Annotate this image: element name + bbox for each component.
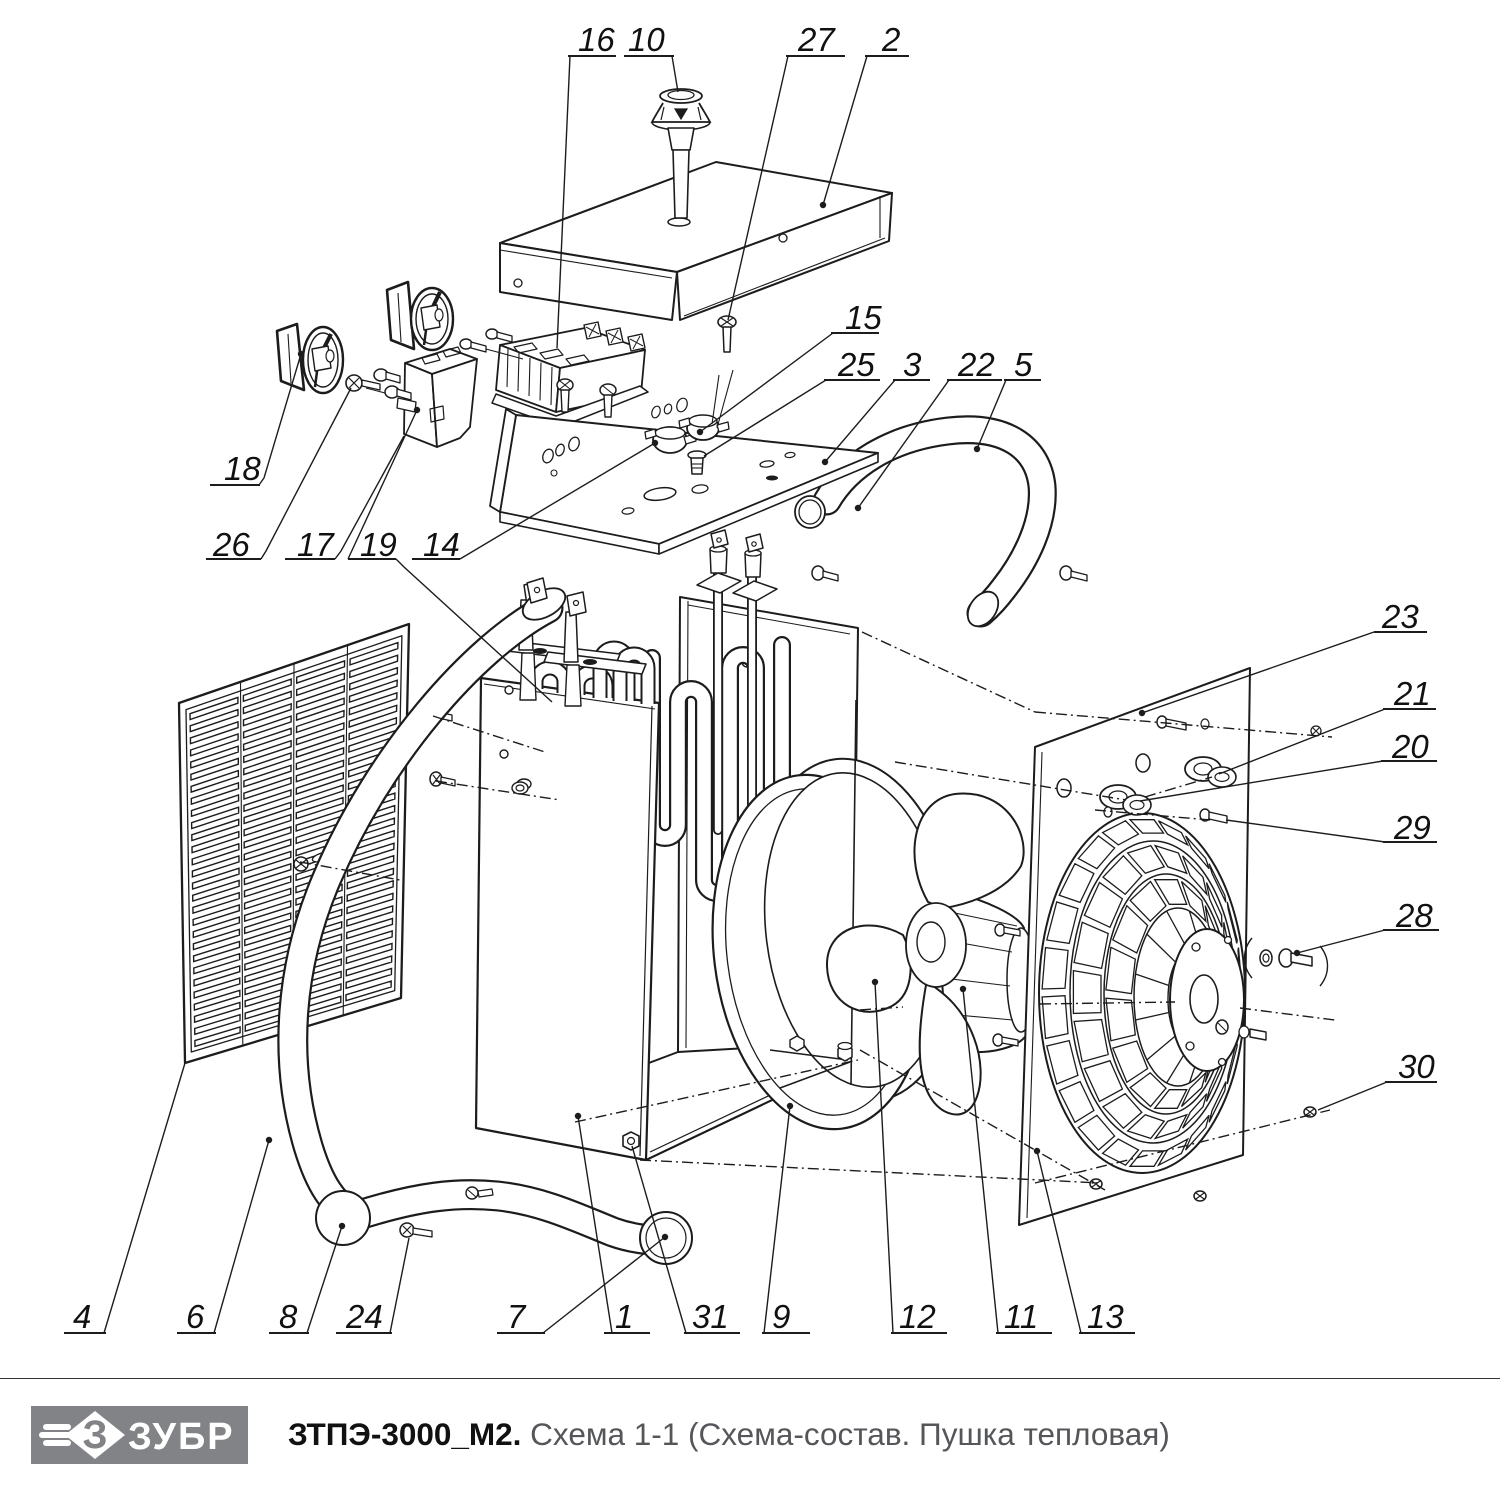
svg-text:11: 11: [1004, 1298, 1038, 1335]
svg-text:7: 7: [507, 1298, 527, 1335]
svg-text:30: 30: [1398, 1048, 1435, 1085]
svg-text:21: 21: [1393, 675, 1431, 712]
svg-text:25: 25: [837, 346, 875, 383]
svg-text:1: 1: [615, 1298, 633, 1335]
svg-text:5: 5: [1014, 346, 1033, 383]
svg-text:15: 15: [845, 299, 882, 336]
svg-text:26: 26: [212, 526, 250, 563]
svg-text:31: 31: [692, 1298, 729, 1335]
svg-text:З: З: [82, 1413, 107, 1457]
svg-text:27: 27: [797, 21, 836, 58]
svg-text:6: 6: [186, 1298, 205, 1335]
svg-text:29: 29: [1393, 809, 1431, 846]
svg-text:14: 14: [423, 526, 460, 563]
svg-text:3: 3: [903, 346, 922, 383]
svg-text:8: 8: [279, 1298, 298, 1335]
svg-text:23: 23: [1381, 598, 1419, 635]
svg-text:4: 4: [73, 1298, 91, 1335]
svg-text:22: 22: [957, 346, 995, 383]
svg-text:19: 19: [360, 526, 397, 563]
svg-text:20: 20: [1391, 728, 1429, 765]
svg-text:28: 28: [1395, 897, 1433, 934]
svg-text:16: 16: [578, 21, 615, 58]
svg-text:10: 10: [628, 21, 665, 58]
svg-text:24: 24: [345, 1298, 383, 1335]
svg-text:17: 17: [297, 526, 335, 563]
svg-text:9: 9: [772, 1298, 790, 1335]
svg-text:18: 18: [224, 450, 261, 487]
svg-text:2: 2: [881, 21, 900, 58]
svg-text:ЗУБР: ЗУБР: [128, 1416, 235, 1458]
svg-text:13: 13: [1087, 1298, 1124, 1335]
svg-text:12: 12: [899, 1298, 936, 1335]
